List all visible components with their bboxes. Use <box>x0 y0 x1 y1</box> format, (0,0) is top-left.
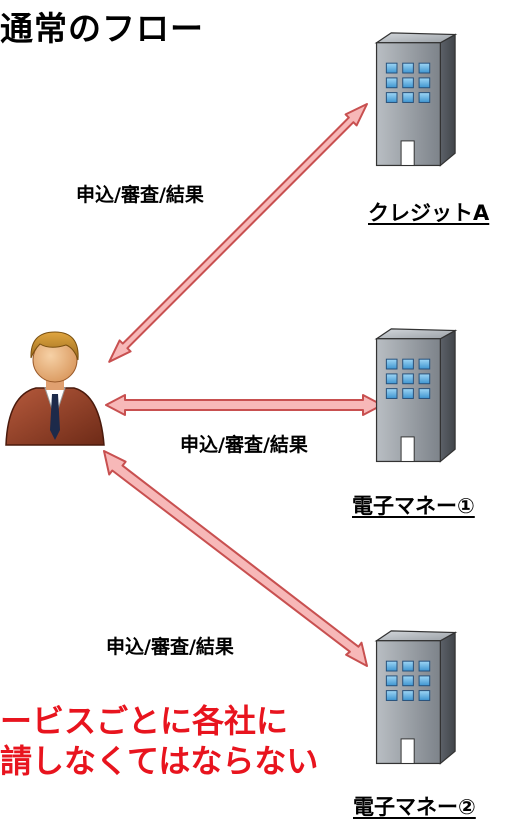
office-building-icon-credit <box>375 32 456 167</box>
businessman-icon <box>5 331 105 446</box>
double-arrow-credit <box>108 103 368 363</box>
building-label-emoney2: 電子マネー② <box>353 795 476 819</box>
double-arrow-emoney2 <box>103 450 368 667</box>
office-building-icon-emoney1 <box>375 328 456 463</box>
double-arrow-emoney1 <box>105 394 383 416</box>
office-building-icon-emoney2 <box>375 630 456 765</box>
building-label-credit: クレジットA <box>368 201 490 225</box>
page-title: 通常のフロー <box>0 9 204 48</box>
warning-line-2: 請しなくてはならない <box>0 742 319 780</box>
edge-label-credit: 申込/審査/結果 <box>76 184 204 206</box>
edge-label-emoney1: 申込/審査/結果 <box>180 434 308 456</box>
warning-line-1: ービスごとに各社に <box>0 702 289 740</box>
edge-label-emoney2: 申込/審査/結果 <box>106 636 234 658</box>
building-label-emoney1: 電子マネー① <box>352 494 475 518</box>
